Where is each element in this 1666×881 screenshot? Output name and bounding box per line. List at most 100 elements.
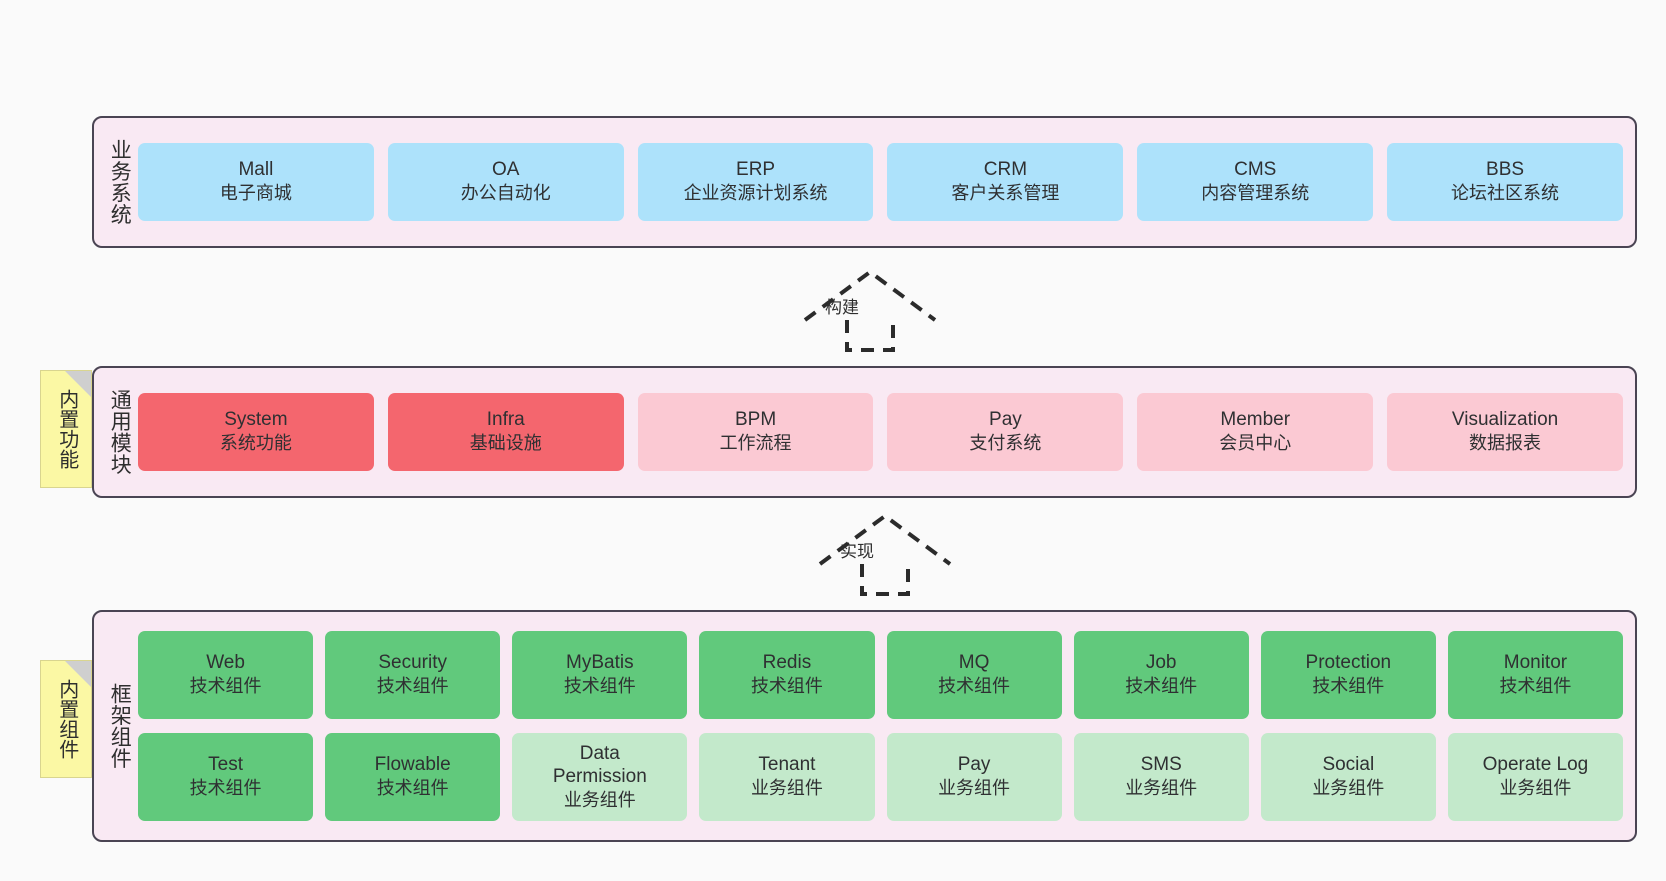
sticky-note-builtin-function: 内置功能 xyxy=(40,370,92,488)
node-mybatis-subtitle: 技术组件 xyxy=(563,676,636,697)
layer-framework-component: 框架组件 Web 技术组件 Security 技术组件 MyBatis 技术组件 xyxy=(92,610,1637,842)
node-mq[interactable]: MQ 技术组件 xyxy=(886,631,1062,719)
node-sms[interactable]: SMS 业务组件 xyxy=(1073,733,1249,821)
node-web-subtitle: 技术组件 xyxy=(189,676,262,697)
node-tenant[interactable]: Tenant 业务组件 xyxy=(699,733,875,821)
node-oa-subtitle: 办公自动化 xyxy=(460,183,551,204)
node-mq-subtitle: 技术组件 xyxy=(938,676,1011,697)
node-member-subtitle: 会员中心 xyxy=(1219,433,1292,454)
node-redis[interactable]: Redis 技术组件 xyxy=(699,631,875,719)
connector-build-label: 构建 xyxy=(825,298,859,317)
business-grid: Mall 电子商城 OA 办公自动化 ERP 企业资源计划系统 CRM 客户关系… xyxy=(138,143,1623,221)
node-oa-title: OA xyxy=(492,159,520,181)
node-security-title: Security xyxy=(378,652,447,674)
node-flowable[interactable]: Flowable 技术组件 xyxy=(325,733,501,821)
node-social-title: Social xyxy=(1322,754,1375,776)
node-social-subtitle: 业务组件 xyxy=(1312,778,1385,799)
node-pay-component-title: Pay xyxy=(957,754,991,776)
sticky-fold-corner-icon xyxy=(65,661,91,687)
node-system[interactable]: System 系统功能 xyxy=(138,393,374,471)
node-pay-component[interactable]: Pay 业务组件 xyxy=(886,733,1062,821)
node-crm[interactable]: CRM 客户关系管理 xyxy=(887,143,1124,221)
node-pay-module-subtitle: 支付系统 xyxy=(969,433,1042,454)
node-cms-title: CMS xyxy=(1234,159,1277,181)
node-web-title: Web xyxy=(206,652,245,674)
node-security[interactable]: Security 技术组件 xyxy=(325,631,501,719)
common-grid: System 系统功能 Infra 基础设施 BPM 工作流程 Pay 支付系统 xyxy=(138,393,1623,471)
node-crm-subtitle: 客户关系管理 xyxy=(951,183,1060,204)
node-visualization-subtitle: 数据报表 xyxy=(1469,433,1542,454)
node-flowable-subtitle: 技术组件 xyxy=(376,778,449,799)
node-data-permission-title: Data Permission xyxy=(552,742,647,788)
implement-arrow-icon xyxy=(818,513,952,596)
node-infra[interactable]: Infra 基础设施 xyxy=(387,393,624,471)
node-visualization-title: Visualization xyxy=(1451,409,1559,431)
node-infra-title: Infra xyxy=(486,409,525,431)
node-cms[interactable]: CMS 内容管理系统 xyxy=(1137,143,1374,221)
node-mall[interactable]: Mall 电子商城 xyxy=(138,143,374,221)
node-bbs[interactable]: BBS 论坛社区系统 xyxy=(1387,143,1623,221)
node-redis-title: Redis xyxy=(762,652,812,674)
connector-build xyxy=(795,264,945,354)
business-row: Mall 电子商城 OA 办公自动化 ERP 企业资源计划系统 CRM 客户关系… xyxy=(138,143,1623,221)
node-test[interactable]: Test 技术组件 xyxy=(138,733,314,821)
node-test-subtitle: 技术组件 xyxy=(189,778,262,799)
node-mall-title: Mall xyxy=(238,159,274,181)
node-operate-log-title: Operate Log xyxy=(1482,754,1589,776)
node-bpm[interactable]: BPM 工作流程 xyxy=(637,393,874,471)
node-bpm-title: BPM xyxy=(734,409,777,431)
node-mybatis[interactable]: MyBatis 技术组件 xyxy=(512,631,688,719)
node-web[interactable]: Web 技术组件 xyxy=(138,631,314,719)
node-social[interactable]: Social 业务组件 xyxy=(1260,733,1436,821)
node-flowable-title: Flowable xyxy=(374,754,451,776)
node-test-title: Test xyxy=(208,754,243,776)
node-oa[interactable]: OA 办公自动化 xyxy=(387,143,624,221)
node-monitor-title: Monitor xyxy=(1503,652,1568,674)
sticky-note-builtin-component-text: 内置组件 xyxy=(55,679,78,759)
framework-grid: Web 技术组件 Security 技术组件 MyBatis 技术组件 Redi… xyxy=(138,631,1623,821)
common-row: System 系统功能 Infra 基础设施 BPM 工作流程 Pay 支付系统 xyxy=(138,393,1623,471)
node-job[interactable]: Job 技术组件 xyxy=(1073,631,1249,719)
node-mall-subtitle: 电子商城 xyxy=(219,183,292,204)
node-member[interactable]: Member 会员中心 xyxy=(1137,393,1374,471)
node-erp[interactable]: ERP 企业资源计划系统 xyxy=(637,143,874,221)
node-pay-module-title: Pay xyxy=(989,409,1022,431)
connector-implement-label: 实现 xyxy=(840,542,874,561)
layer-business-system-label: 业务系统 xyxy=(108,139,132,225)
node-infra-subtitle: 基础设施 xyxy=(469,433,542,454)
node-monitor-subtitle: 技术组件 xyxy=(1499,676,1572,697)
sticky-note-builtin-component: 内置组件 xyxy=(40,660,92,778)
node-mq-title: MQ xyxy=(958,652,990,674)
node-bpm-subtitle: 工作流程 xyxy=(719,433,792,454)
node-crm-title: CRM xyxy=(983,159,1028,181)
sticky-fold-corner-icon xyxy=(65,371,91,397)
node-erp-title: ERP xyxy=(736,159,776,181)
node-data-permission[interactable]: Data Permission 业务组件 xyxy=(512,733,688,821)
node-job-title: Job xyxy=(1145,652,1177,674)
node-monitor[interactable]: Monitor 技术组件 xyxy=(1447,631,1623,719)
node-system-subtitle: 系统功能 xyxy=(219,433,292,454)
layer-common-module-rows: System 系统功能 Infra 基础设施 BPM 工作流程 Pay 支付系统 xyxy=(138,374,1623,490)
node-protection-title: Protection xyxy=(1305,652,1392,674)
build-arrow-icon xyxy=(803,269,937,352)
node-tenant-title: Tenant xyxy=(758,754,816,776)
layer-business-system: 业务系统 Mall 电子商城 OA 办公自动化 ERP 企业资源计划系统 xyxy=(92,116,1637,248)
framework-row-1: Web 技术组件 Security 技术组件 MyBatis 技术组件 Redi… xyxy=(138,631,1623,719)
node-pay-module[interactable]: Pay 支付系统 xyxy=(887,393,1124,471)
node-system-title: System xyxy=(224,409,288,431)
node-mybatis-title: MyBatis xyxy=(566,652,634,674)
node-protection[interactable]: Protection 技术组件 xyxy=(1260,631,1436,719)
node-protection-subtitle: 技术组件 xyxy=(1312,676,1385,697)
layer-common-module: 通用模块 System 系统功能 Infra 基础设施 BPM 工作流程 xyxy=(92,366,1637,498)
node-job-subtitle: 技术组件 xyxy=(1125,676,1198,697)
node-visualization[interactable]: Visualization 数据报表 xyxy=(1387,393,1623,471)
node-data-permission-subtitle: 业务组件 xyxy=(563,790,636,811)
layer-framework-component-label: 框架组件 xyxy=(108,683,132,769)
node-operate-log-subtitle: 业务组件 xyxy=(1499,778,1572,799)
node-cms-subtitle: 内容管理系统 xyxy=(1201,183,1310,204)
node-erp-subtitle: 企业资源计划系统 xyxy=(683,183,828,204)
node-operate-log[interactable]: Operate Log 业务组件 xyxy=(1447,733,1623,821)
layer-common-module-label: 通用模块 xyxy=(108,389,132,475)
node-pay-component-subtitle: 业务组件 xyxy=(938,778,1011,799)
